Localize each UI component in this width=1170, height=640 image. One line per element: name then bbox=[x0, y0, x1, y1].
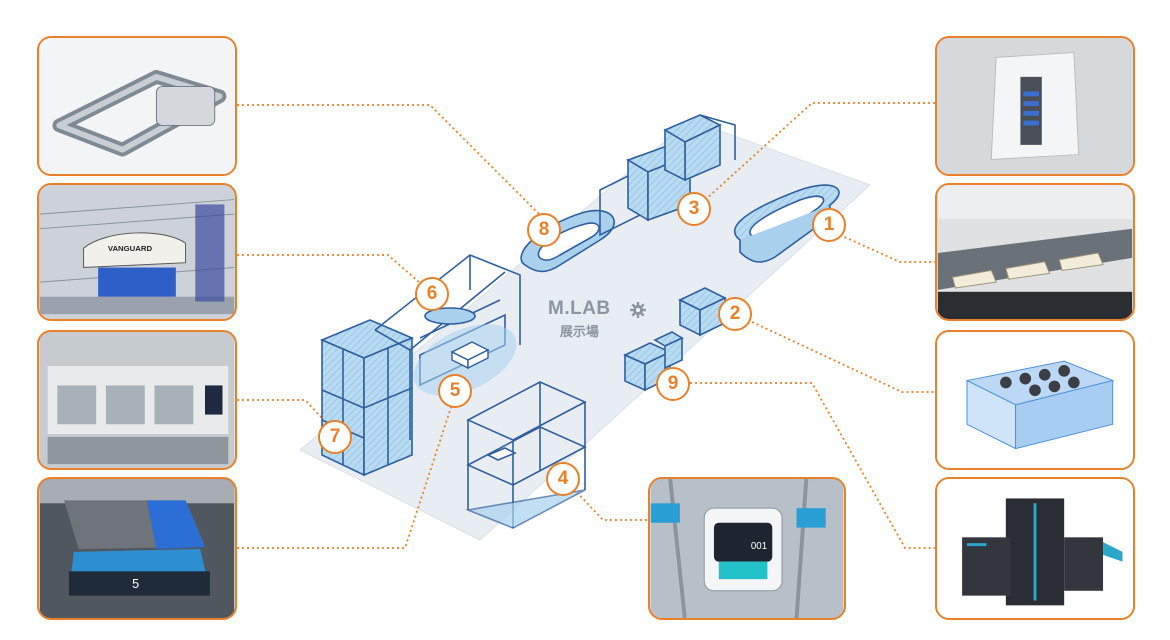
connector-1 bbox=[839, 234, 935, 263]
marker-3[interactable]: 3 bbox=[677, 192, 711, 226]
connector-4 bbox=[569, 484, 650, 521]
marker-2[interactable]: 2 bbox=[718, 297, 752, 331]
marker-4[interactable]: 4 bbox=[546, 462, 580, 496]
connector-8 bbox=[237, 104, 546, 221]
photo-shuttle-terminal[interactable]: 001 bbox=[648, 477, 846, 620]
photo-module-rack[interactable] bbox=[935, 330, 1135, 470]
connector-2 bbox=[751, 321, 935, 393]
photo-amr-robot[interactable]: 5 bbox=[37, 477, 237, 620]
gear-icon bbox=[630, 302, 646, 318]
shuttle-brand: VANGUARD bbox=[108, 244, 153, 253]
marker-8[interactable]: 8 bbox=[527, 213, 561, 247]
photo-tilt-tray-sorter[interactable] bbox=[935, 183, 1135, 321]
photo-loop-conveyor[interactable] bbox=[37, 36, 237, 176]
machine-9 bbox=[623, 331, 684, 392]
connector-3 bbox=[704, 102, 935, 201]
shelving-4 bbox=[465, 381, 587, 529]
photo-pharmacy-machine[interactable] bbox=[935, 36, 1135, 176]
mlab-logo: M.LAB 展示場 bbox=[548, 298, 611, 340]
small-rack-2 bbox=[678, 287, 727, 337]
marker-1[interactable]: 1 bbox=[812, 208, 846, 242]
amr-robot-5 bbox=[450, 341, 490, 370]
marker-7[interactable]: 7 bbox=[318, 420, 352, 454]
photo-xray-scanner[interactable] bbox=[935, 477, 1135, 620]
terminal-display: 001 bbox=[751, 541, 767, 552]
marker-5[interactable]: 5 bbox=[438, 374, 472, 408]
marker-6[interactable]: 6 bbox=[415, 277, 449, 311]
photo-storage-cabinet[interactable] bbox=[37, 330, 237, 470]
rack-tall-7 bbox=[319, 319, 415, 477]
loop-sorter-1 bbox=[733, 184, 840, 263]
photo-overhead-shuttle[interactable]: VANGUARD bbox=[37, 183, 237, 321]
logo-subtitle: 展示場 bbox=[559, 324, 599, 339]
logo-title: M.LAB bbox=[548, 298, 611, 319]
marker-9[interactable]: 9 bbox=[656, 367, 690, 401]
connector-5 bbox=[237, 394, 456, 549]
connector-6 bbox=[237, 254, 429, 291]
robot-number: 5 bbox=[132, 577, 139, 591]
connector-9 bbox=[690, 382, 935, 549]
cabinets-3 bbox=[599, 114, 736, 237]
loop-conveyor-8 bbox=[520, 209, 615, 273]
connector-7 bbox=[237, 399, 334, 431]
